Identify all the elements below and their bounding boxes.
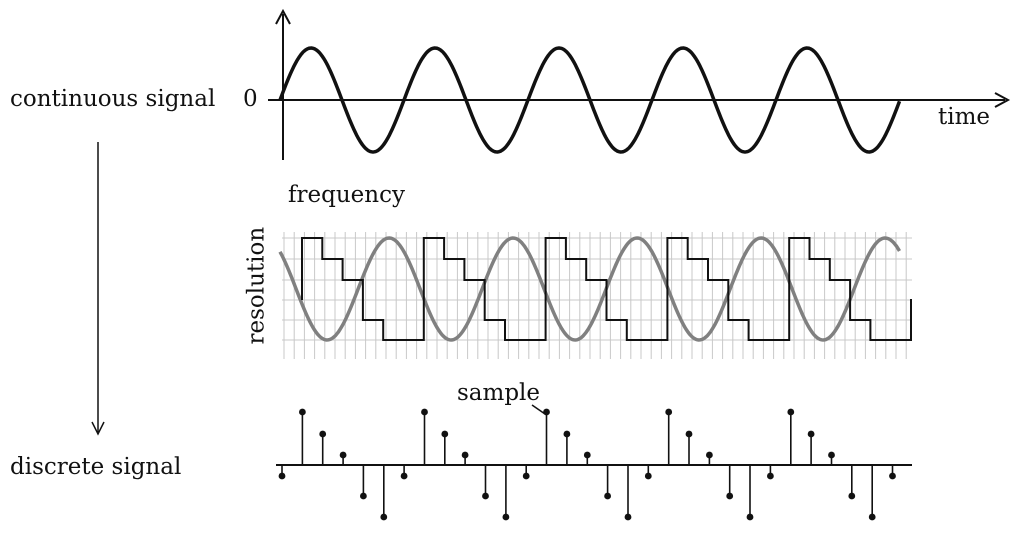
sample-point — [746, 513, 754, 521]
sample-stem — [706, 451, 713, 465]
sample-stem — [583, 451, 591, 465]
reference-sine-wave — [278, 236, 902, 342]
sample-stem — [360, 465, 367, 500]
sample-pointer — [531, 404, 546, 415]
time-axis-arrowhead — [994, 92, 1011, 108]
sample-point — [787, 408, 795, 416]
sample-point — [502, 513, 510, 521]
discrete-panel — [276, 404, 912, 521]
sample-point — [482, 492, 489, 500]
sample-stem — [787, 408, 795, 465]
sample-point — [299, 408, 306, 416]
sample-point — [828, 451, 835, 459]
continuous-sine-wave — [278, 46, 902, 154]
sample-point — [360, 492, 367, 500]
sample-point — [461, 451, 469, 459]
sample-stems — [278, 408, 896, 521]
sample-stem — [441, 430, 449, 465]
continuous-signal-label: continuous signal — [10, 86, 216, 112]
sample-label: sample — [457, 380, 541, 406]
sample-stem — [848, 465, 856, 500]
sample-point — [441, 430, 449, 438]
sample-point — [767, 472, 774, 480]
sample-point — [604, 492, 611, 500]
amplitude-axis-arrowhead — [275, 8, 291, 25]
sample-stem — [644, 465, 652, 480]
sample-point — [522, 472, 530, 480]
sample-stem — [319, 430, 327, 465]
sample-point — [685, 430, 693, 438]
sample-point — [848, 492, 856, 500]
quantized-step-signal — [301, 237, 912, 341]
zero-label: 0 — [243, 86, 258, 112]
sample-stem — [278, 465, 286, 480]
sample-stem — [461, 451, 469, 465]
continuous-to-discrete-arrow — [91, 142, 105, 436]
sample-point — [319, 430, 327, 438]
sample-point — [665, 408, 673, 416]
sample-stem — [339, 451, 347, 465]
sample-stem — [746, 465, 754, 521]
quantization-panel — [278, 232, 912, 359]
sample-point — [421, 408, 428, 416]
sample-stem — [889, 465, 896, 480]
sample-stem — [421, 408, 428, 465]
sample-stem — [868, 465, 876, 521]
sample-stem — [400, 465, 408, 480]
sample-stem — [685, 430, 693, 465]
sample-stem — [828, 451, 835, 465]
resolution-label: resolution — [243, 226, 270, 345]
sample-stem — [807, 430, 815, 465]
frequency-label: frequency — [288, 182, 405, 208]
sample-stem — [563, 430, 571, 465]
sample-point — [807, 430, 815, 438]
time-axis-label: time — [938, 104, 991, 130]
sample-stem — [522, 465, 530, 480]
sample-point — [543, 408, 550, 416]
sample-stem — [726, 465, 734, 500]
sampling-grid — [282, 232, 912, 359]
sample-stem — [624, 465, 632, 521]
sample-point — [706, 451, 713, 459]
sample-point — [400, 472, 408, 480]
sample-point — [563, 430, 571, 438]
sample-stem — [665, 408, 673, 465]
discrete-signal-label: discrete signal — [10, 454, 182, 480]
sample-point — [380, 513, 388, 521]
sample-stem — [299, 408, 306, 465]
sample-point — [889, 472, 896, 480]
sample-point — [624, 513, 632, 521]
continuous-panel — [268, 8, 1011, 160]
sample-point — [868, 513, 876, 521]
sample-stem — [604, 465, 611, 500]
sample-point — [726, 492, 734, 500]
sample-point — [339, 451, 347, 459]
sample-point — [278, 472, 286, 480]
sample-point — [583, 451, 591, 459]
sample-point — [644, 472, 652, 480]
sample-stem — [502, 465, 510, 521]
sample-stem — [767, 465, 774, 480]
sample-stem — [482, 465, 489, 500]
sample-stem — [543, 408, 550, 465]
sample-stem — [380, 465, 388, 521]
